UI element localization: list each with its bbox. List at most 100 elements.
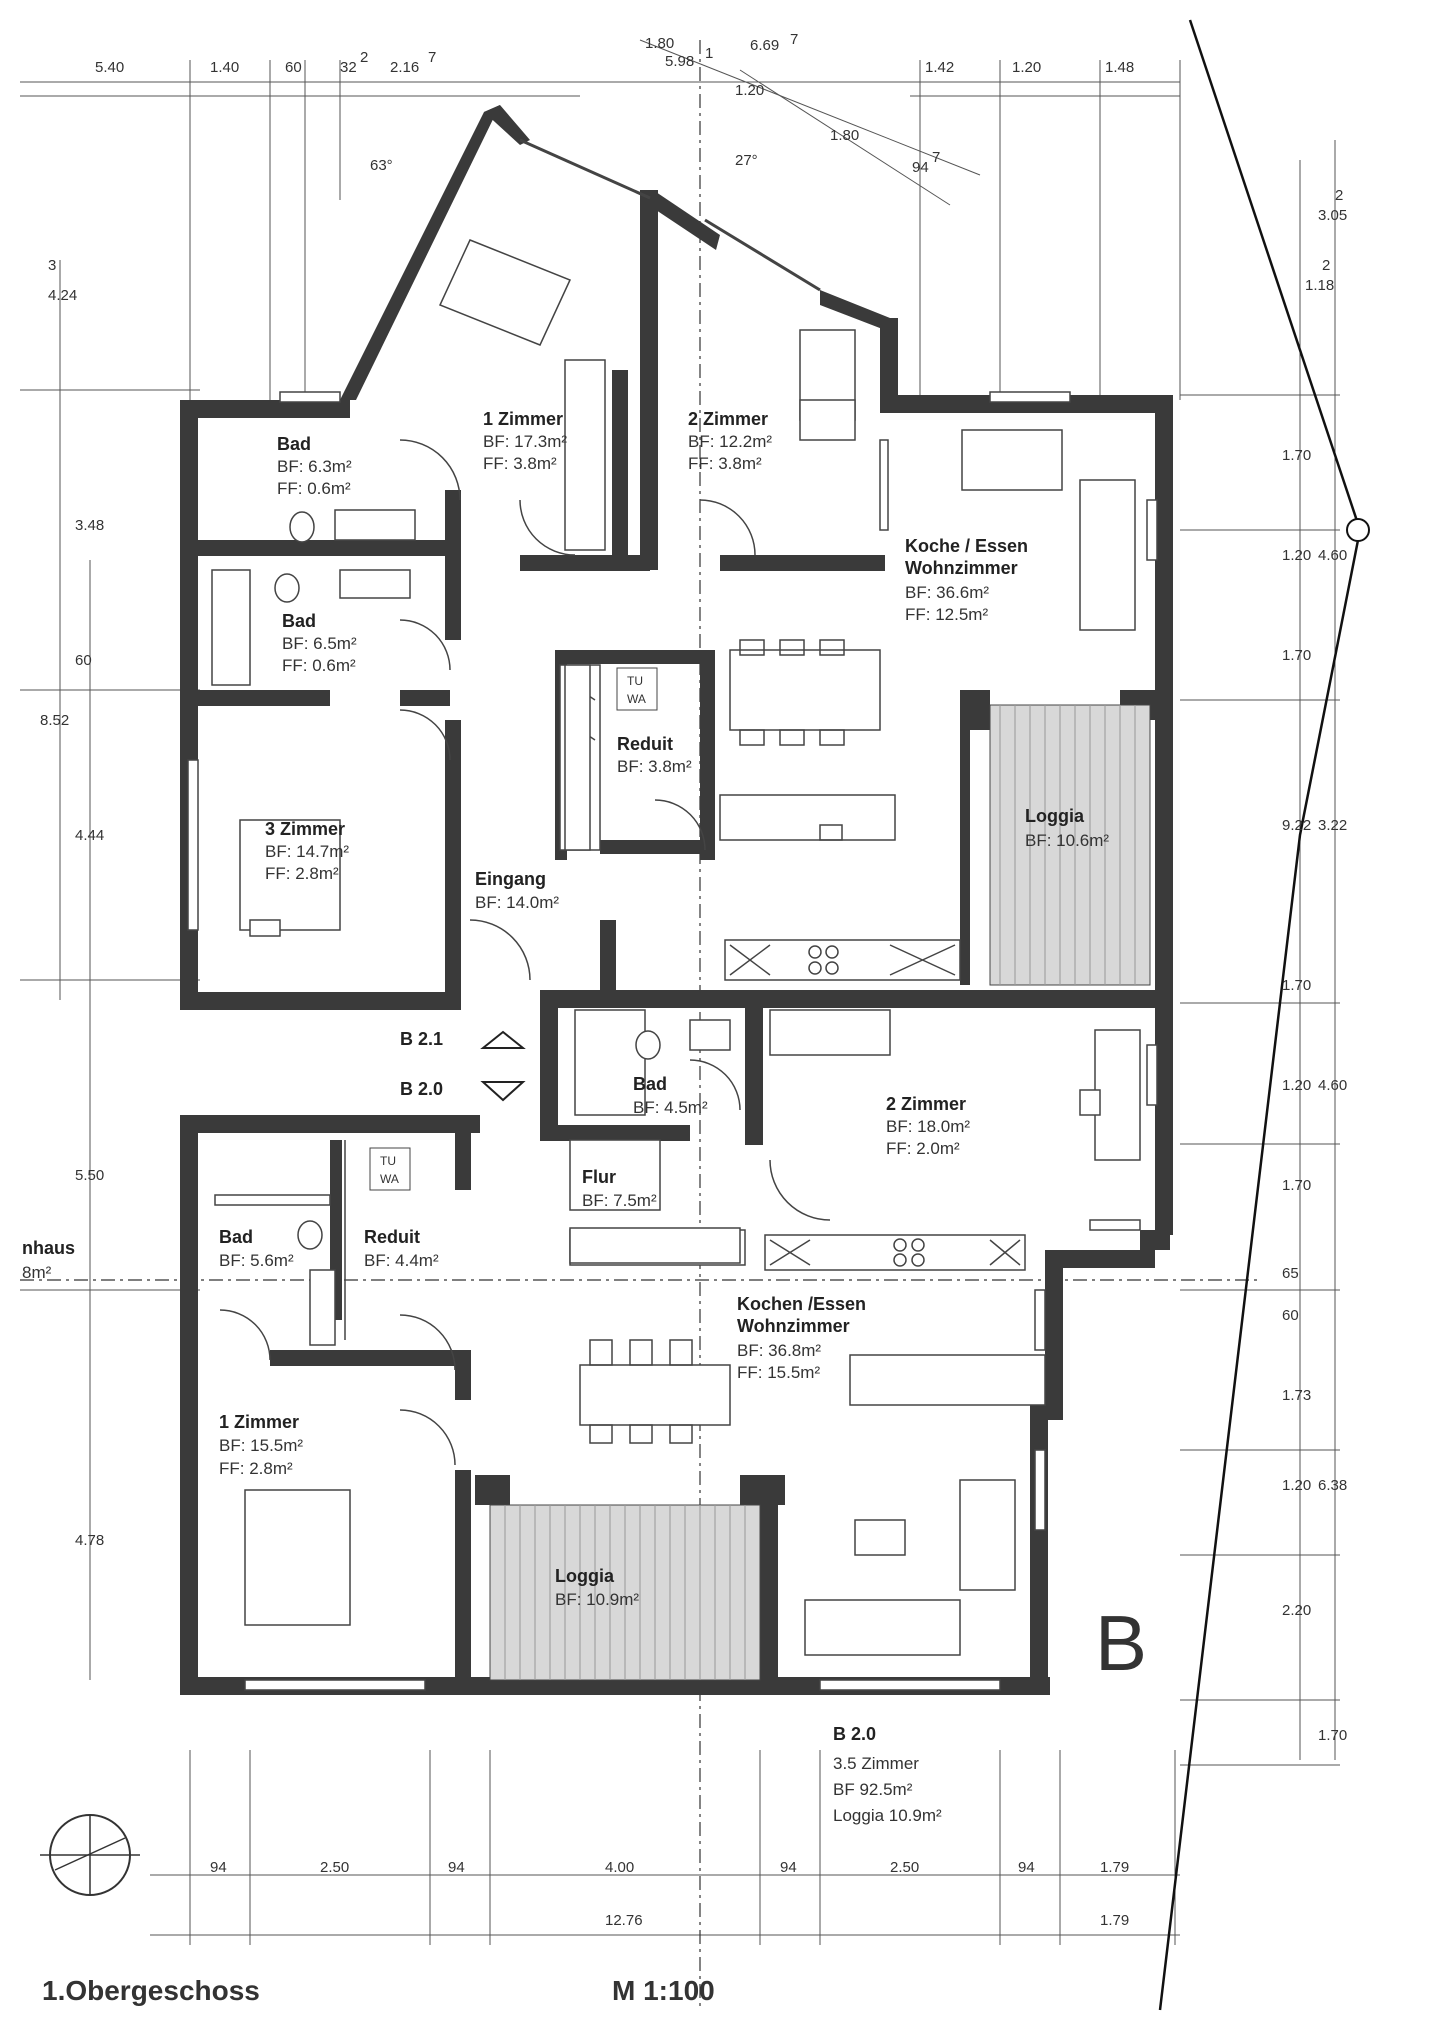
svg-text:BF: 12.2m²: BF: 12.2m² [688, 432, 772, 451]
svg-text:FF: 0.6m²: FF: 0.6m² [277, 479, 351, 498]
stair-down-label: B 2.0 [400, 1079, 443, 1099]
svg-text:3.05: 3.05 [1318, 207, 1347, 224]
svg-text:FF: 15.5m²: FF: 15.5m² [737, 1363, 820, 1382]
svg-text:94: 94 [780, 1859, 797, 1876]
neighbor-area: 8m² [22, 1263, 52, 1282]
svg-text:4.44: 4.44 [75, 827, 104, 844]
svg-text:Eingang: Eingang [475, 869, 546, 889]
upper-bedroom-furniture [239, 239, 856, 937]
svg-text:BF: 18.0m²: BF: 18.0m² [886, 1117, 970, 1136]
svg-text:2: 2 [360, 49, 368, 66]
svg-text:BF 92.5m²: BF 92.5m² [833, 1780, 913, 1799]
dimension-lines [20, 39, 1340, 1945]
svg-text:3.48: 3.48 [75, 517, 104, 534]
svg-text:1 Zimmer: 1 Zimmer [483, 409, 563, 429]
svg-text:1.73: 1.73 [1282, 1387, 1311, 1404]
svg-text:1.48: 1.48 [1105, 59, 1134, 76]
svg-text:1.20: 1.20 [1282, 547, 1311, 564]
svg-text:60: 60 [75, 652, 92, 669]
svg-text:BF: 4.4m²: BF: 4.4m² [364, 1251, 439, 1270]
svg-text:Bad: Bad [219, 1227, 253, 1247]
svg-text:3.22: 3.22 [1318, 817, 1347, 834]
svg-text:1: 1 [705, 45, 713, 62]
svg-text:1.80: 1.80 [830, 127, 859, 144]
right-dimension-labels: 1.70 1.20 1.70 3.22 1.70 1.20 1.70 65 60… [1282, 187, 1347, 1744]
svg-text:1.20: 1.20 [1012, 59, 1041, 76]
svg-text:8.52: 8.52 [40, 712, 69, 729]
svg-text:Bad: Bad [633, 1074, 667, 1094]
svg-text:Bad: Bad [282, 611, 316, 631]
svg-text:1.42: 1.42 [925, 59, 954, 76]
neighbor-label: nhaus [22, 1238, 75, 1258]
svg-text:7: 7 [428, 49, 436, 66]
svg-text:FF: 3.8m²: FF: 3.8m² [688, 454, 762, 473]
site-boundary [1158, 19, 1370, 2011]
svg-text:5.50: 5.50 [75, 1167, 104, 1184]
svg-text:1.70: 1.70 [1282, 1177, 1311, 1194]
svg-text:1.70: 1.70 [1282, 977, 1311, 994]
loggia-areas [489, 704, 1151, 1681]
svg-text:4.60: 4.60 [1318, 1077, 1347, 1094]
svg-text:BF: 6.3m²: BF: 6.3m² [277, 457, 352, 476]
svg-text:BF: 36.6m²: BF: 36.6m² [905, 583, 989, 602]
svg-text:94: 94 [210, 1859, 227, 1876]
svg-text:BF: 14.7m²: BF: 14.7m² [265, 842, 349, 861]
svg-text:2 Zimmer: 2 Zimmer [688, 409, 768, 429]
washer-dryer-labels: TU WA TU WA [369, 667, 658, 1191]
stair-arrows [480, 1030, 526, 1102]
svg-text:2.50: 2.50 [890, 1859, 919, 1876]
svg-text:60: 60 [285, 59, 302, 76]
svg-text:4.00: 4.00 [605, 1859, 634, 1876]
svg-text:94: 94 [912, 159, 929, 176]
svg-text:TU: TU [627, 674, 643, 688]
upper-room-labels: Bad BF: 6.3m² FF: 0.6m² 1 Zimmer BF: 17.… [265, 409, 1109, 912]
svg-text:BF: 5.6m²: BF: 5.6m² [219, 1251, 294, 1270]
svg-text:Reduit: Reduit [364, 1227, 420, 1247]
svg-text:12.76: 12.76 [605, 1912, 643, 1929]
svg-text:Loggia: Loggia [555, 1566, 615, 1586]
svg-text:Reduit: Reduit [617, 734, 673, 754]
svg-text:4.60: 4.60 [1318, 547, 1347, 564]
svg-text:2 Zimmer: 2 Zimmer [886, 1094, 966, 1114]
svg-text:5.40: 5.40 [95, 59, 124, 76]
svg-text:2: 2 [1335, 187, 1343, 204]
svg-text:5.98: 5.98 [665, 53, 694, 70]
svg-text:7: 7 [790, 31, 798, 48]
top-dimension-labels: 5.40 1.40 60 32 2 2.16 7 1.80 5.98 1 6.6… [95, 31, 1134, 176]
svg-text:Wohnzimmer: Wohnzimmer [905, 558, 1018, 578]
windows [187, 138, 1158, 1691]
svg-text:FF: 0.6m²: FF: 0.6m² [282, 656, 356, 675]
svg-text:Flur: Flur [582, 1167, 616, 1187]
svg-text:1.79: 1.79 [1100, 1859, 1129, 1876]
svg-text:94: 94 [1018, 1859, 1035, 1876]
svg-text:65: 65 [1282, 1265, 1299, 1282]
svg-text:3.5 Zimmer: 3.5 Zimmer [833, 1754, 919, 1773]
north-arrow-icon [40, 1814, 140, 1896]
svg-text:BF: 10.6m²: BF: 10.6m² [1025, 831, 1109, 850]
svg-text:1 Zimmer: 1 Zimmer [219, 1412, 299, 1432]
svg-text:1.70: 1.70 [1318, 1727, 1347, 1744]
svg-text:Loggia 10.9m²: Loggia 10.9m² [833, 1806, 942, 1825]
svg-text:9.22: 9.22 [1282, 817, 1311, 834]
svg-text:BF: 6.5m²: BF: 6.5m² [282, 634, 357, 653]
svg-text:3 Zimmer: 3 Zimmer [265, 819, 345, 839]
svg-text:WA: WA [380, 1172, 399, 1186]
lower-bathrooms [214, 1139, 661, 1346]
upper-kitchen [719, 639, 961, 981]
svg-text:BF: 36.8m²: BF: 36.8m² [737, 1341, 821, 1360]
svg-text:2.16: 2.16 [390, 59, 419, 76]
svg-text:1.70: 1.70 [1282, 647, 1311, 664]
svg-text:FF: 2.8m²: FF: 2.8m² [265, 864, 339, 883]
svg-text:BF: 7.5m²: BF: 7.5m² [582, 1191, 657, 1210]
floor-title: 1.Obergeschoss [42, 1975, 260, 2006]
svg-text:Koche / Essen: Koche / Essen [905, 536, 1028, 556]
svg-text:B 2.0: B 2.0 [833, 1724, 876, 1744]
svg-text:Kochen /Essen: Kochen /Essen [737, 1294, 866, 1314]
svg-text:27°: 27° [735, 152, 758, 169]
bottom-dimension-labels: 94 2.50 94 4.00 94 2.50 94 1.79 12.76 1.… [210, 1859, 1129, 1929]
apartment-summary: B 2.0 3.5 Zimmer BF 92.5m² Loggia 10.9m² [833, 1724, 942, 1825]
svg-text:FF: 3.8m²: FF: 3.8m² [483, 454, 557, 473]
svg-text:1.79: 1.79 [1100, 1912, 1129, 1929]
svg-text:BF: 10.9m²: BF: 10.9m² [555, 1590, 639, 1609]
svg-text:BF: 4.5m²: BF: 4.5m² [633, 1098, 708, 1117]
